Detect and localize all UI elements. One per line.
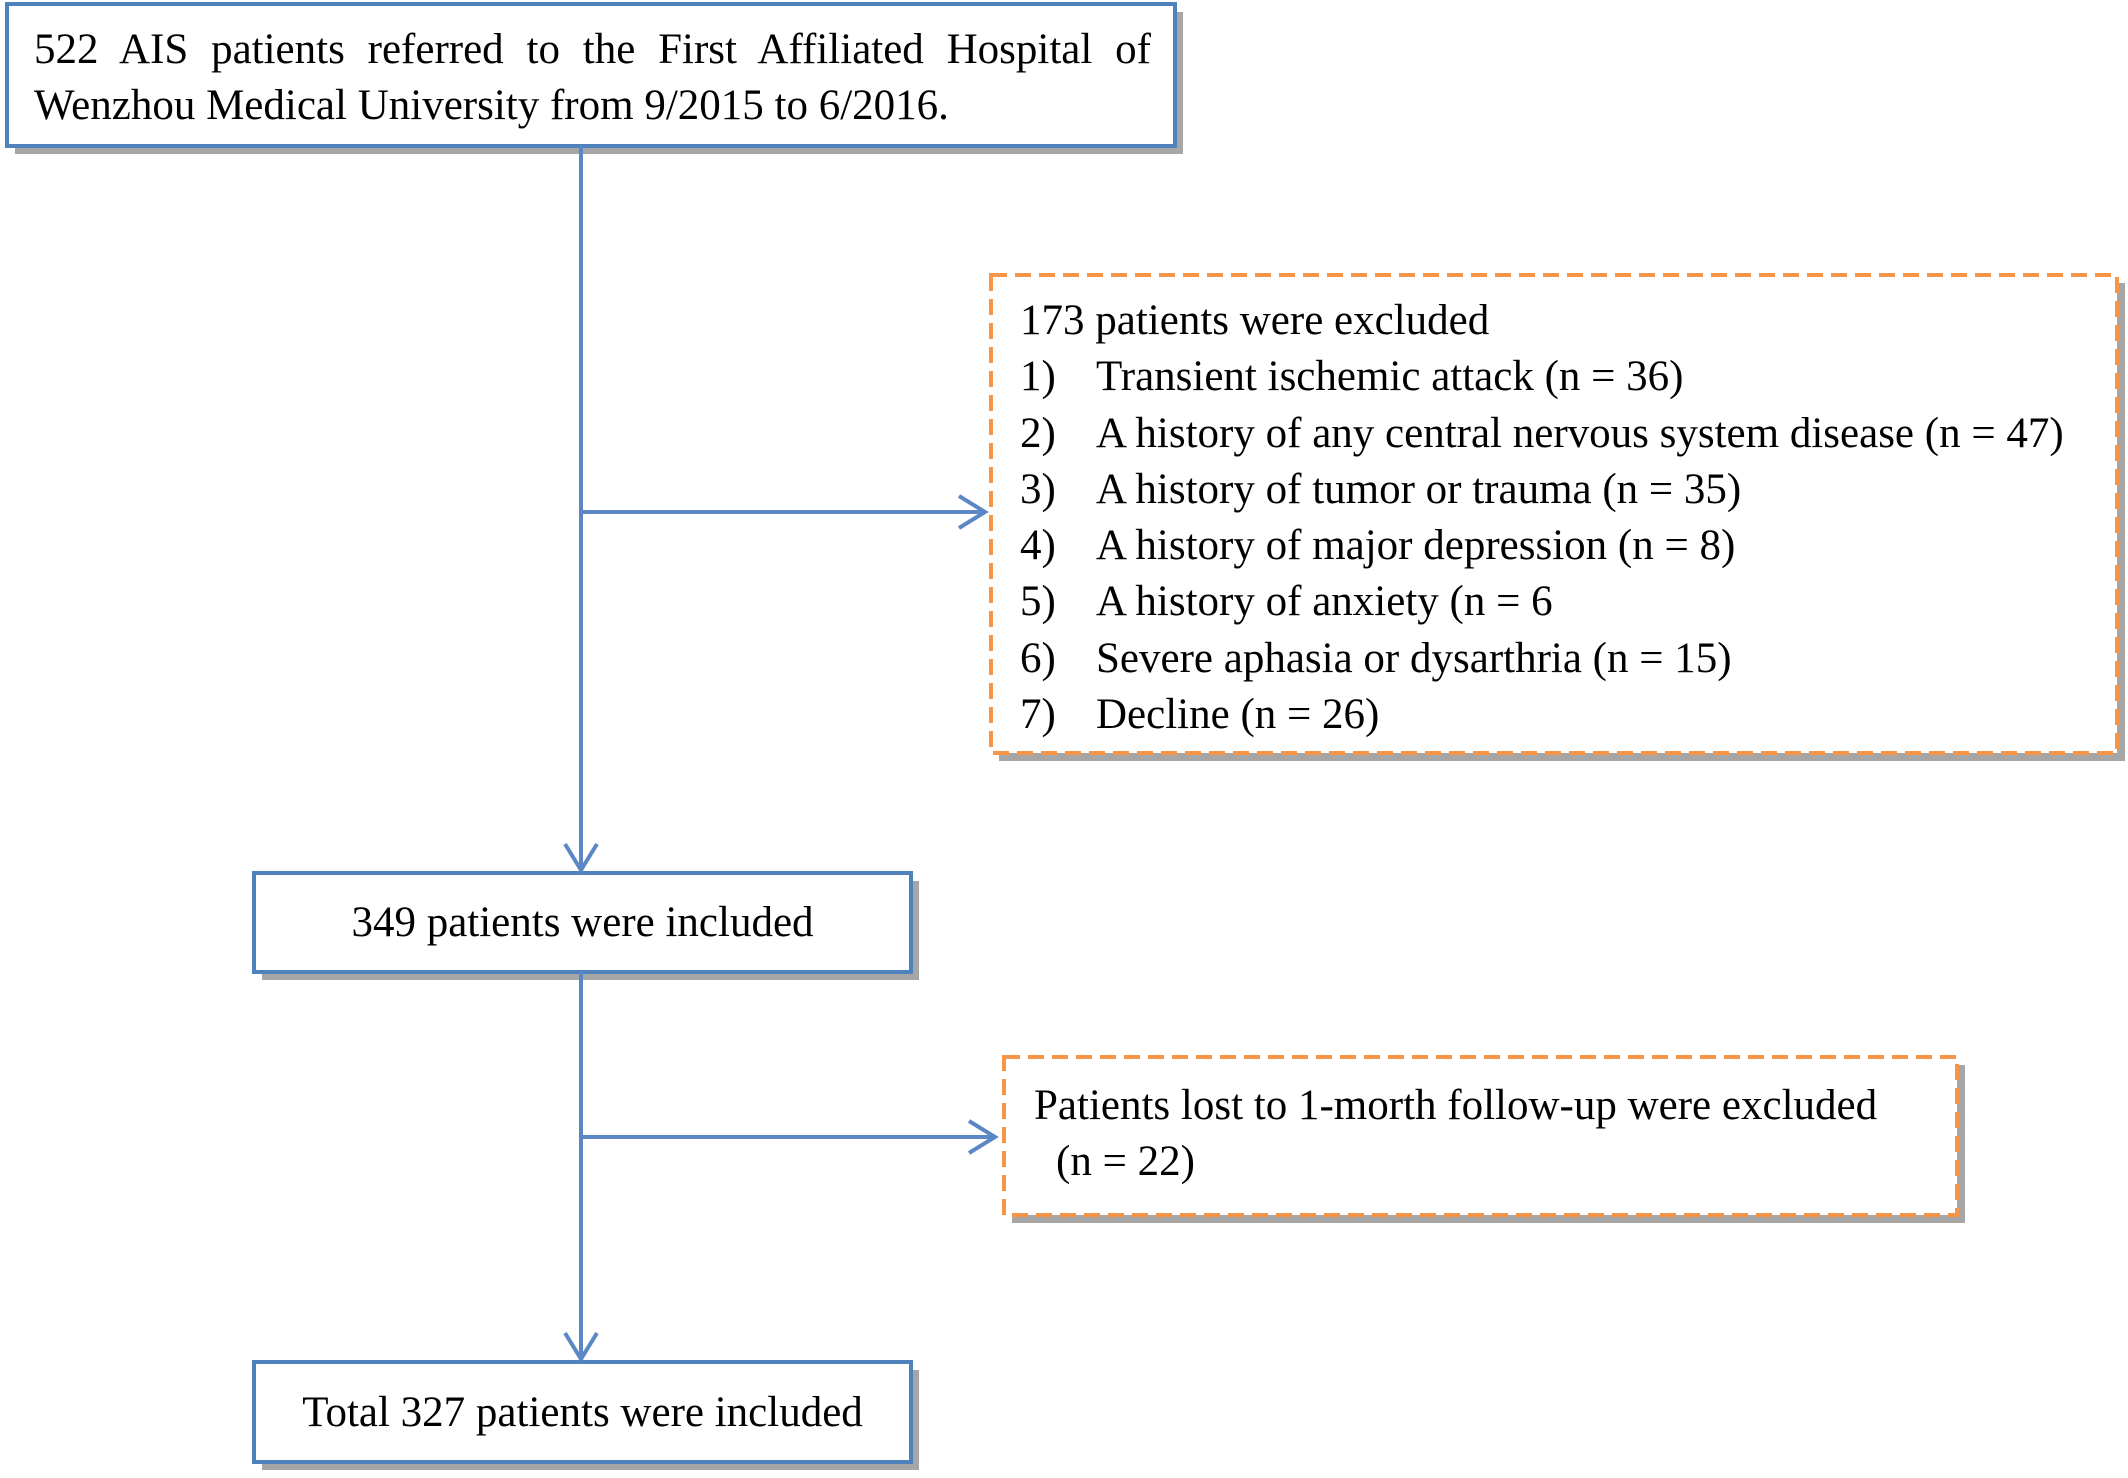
list-item-number: 4) (1020, 522, 1056, 570)
exclusion2-line-1: Patients lost to 1-morth follow-up were … (1034, 1082, 1878, 1129)
list-item-number: 6) (1020, 634, 1056, 682)
included-label: 349 patients were included (351, 899, 814, 946)
list-item: 7) Decline (n = 26) (1020, 687, 2110, 743)
list-item-text: Transient ischemic attack (n = 36) (1096, 353, 1684, 401)
list-item-text: A history of tumor or trauma (n = 35) (1096, 465, 1742, 513)
exclusion2-box-text: Patients lost to 1-morth follow-up were … (1034, 1078, 1944, 1189)
list-item: 6) Severe aphasia or dysarthria (n = 15) (1020, 631, 2110, 687)
source-box-text: 522 AIS patients referred to the First A… (34, 22, 1151, 134)
included-box-text: 349 patients were included (254, 873, 911, 972)
exclusion1-box-text: 173 patients were excluded 1) Transient … (1020, 293, 2110, 743)
included-box (252, 871, 913, 974)
list-item: 4) A history of major depression (n = 8) (1020, 518, 2110, 574)
list-item: 2) A history of any central nervous syst… (1020, 406, 2110, 462)
list-item-number: 3) (1020, 465, 1056, 513)
list-item-text: Decline (n = 26) (1096, 691, 1380, 739)
list-item-number: 2) (1020, 409, 1056, 457)
source-line-2: Wenzhou Medical University from 9/2015 t… (34, 82, 949, 129)
list-item-text: A history of any central nervous system … (1096, 409, 2064, 457)
total-box-text: Total 327 patients were included (254, 1362, 911, 1462)
arrowhead-down-icon (563, 842, 599, 874)
exclusion2-box (1002, 1055, 1959, 1217)
exclusion2-line-2: (n = 22) (1056, 1137, 1195, 1185)
total-box (252, 1360, 913, 1464)
arrowhead-right-icon (957, 494, 989, 530)
list-item-number: 1) (1020, 353, 1056, 401)
list-item-text: A history of major depression (n = 8) (1096, 522, 1736, 570)
source-box (5, 2, 1177, 148)
list-item: 3) A history of tumor or trauma (n = 35) (1020, 462, 2110, 518)
total-label: Total 327 patients were included (302, 1388, 863, 1436)
list-item-number: 5) (1020, 578, 1056, 626)
list-item: 1) Transient ischemic attack (n = 36) (1020, 349, 2110, 405)
arrowhead-right-icon (967, 1119, 999, 1155)
exclusion1-box (989, 273, 2119, 755)
exclusion1-title: 173 patients were excluded (1020, 297, 1490, 344)
list-item-text: A history of anxiety (n = 6 (1096, 578, 1553, 626)
source-line-1: 522 AIS patients referred to the First A… (34, 26, 1151, 73)
list-item: 5) A history of anxiety (n = 6 (1020, 574, 2110, 630)
arrowhead-down-icon (563, 1331, 599, 1363)
list-item-text: Severe aphasia or dysarthria (n = 15) (1096, 634, 1732, 682)
list-item-number: 7) (1020, 691, 1056, 739)
